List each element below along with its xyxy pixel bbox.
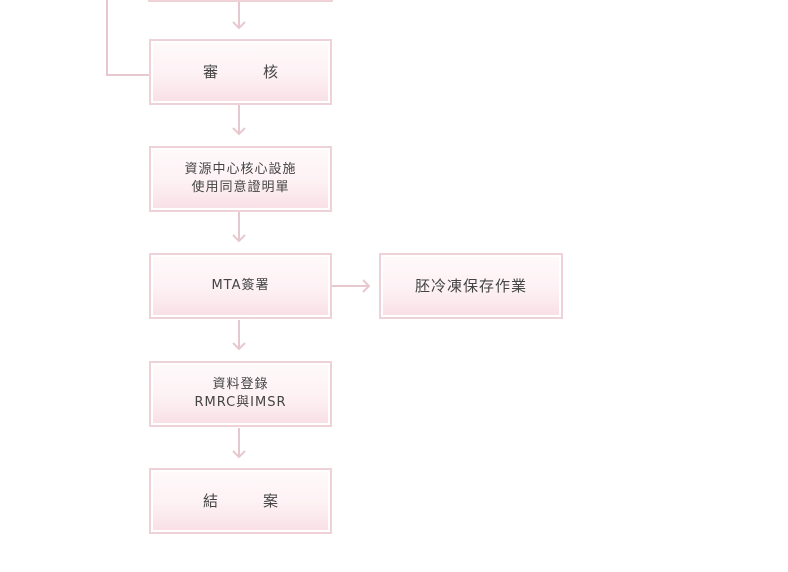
mta-box: MTA簽署 <box>149 253 332 319</box>
previous-box-edge <box>148 0 333 2</box>
registration-box: 資料登錄 RMRC與IMSR <box>149 361 332 427</box>
certificate-line1: 資源中心核心設施 <box>184 162 297 177</box>
registration-line2: RMRC與IMSR <box>194 395 287 410</box>
certificate-box: 資源中心核心設施 使用同意證明單 <box>149 146 332 212</box>
registration-line1: 資料登錄 <box>212 377 269 392</box>
certificate-line2: 使用同意證明單 <box>191 180 290 195</box>
mta-label: MTA簽署 <box>211 278 270 293</box>
cryo-box: 胚冷凍保存作業 <box>379 253 563 319</box>
closing-box: 結 案 <box>149 468 332 534</box>
review-label: 審 核 <box>202 63 293 81</box>
feedback-loop-line <box>106 0 149 76</box>
cryo-label: 胚冷凍保存作業 <box>414 277 527 295</box>
review-box: 審 核 <box>149 39 332 105</box>
closing-label: 結 案 <box>202 492 293 510</box>
